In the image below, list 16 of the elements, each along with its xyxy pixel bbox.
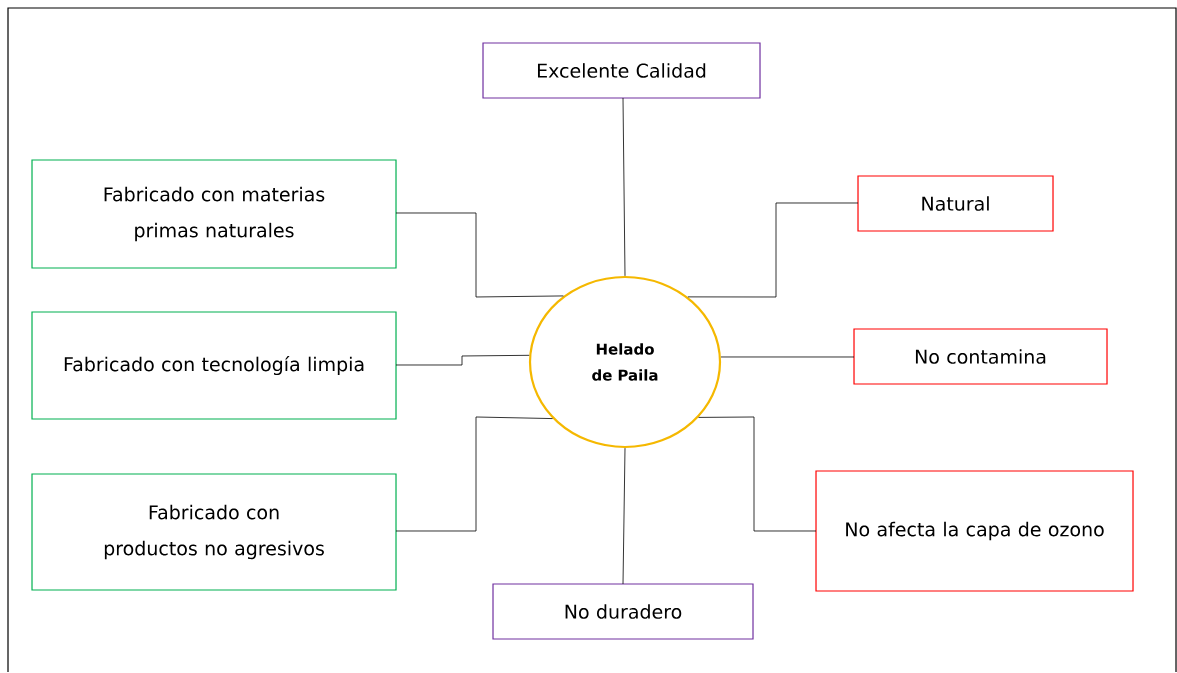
feature-box: Fabricado con productos no agresivos xyxy=(31,473,397,591)
connector-line xyxy=(687,202,859,298)
feature-box: Fabricado con materias primas naturales xyxy=(31,159,397,269)
connector-line xyxy=(622,447,626,585)
feature-box: No duradero xyxy=(492,583,754,640)
connector-line xyxy=(395,354,530,366)
connector-line xyxy=(698,416,817,532)
connector-line xyxy=(720,356,855,358)
feature-box: No afecta la capa de ozono xyxy=(815,470,1134,592)
feature-box: Excelente Calidad xyxy=(482,42,761,99)
connector-line xyxy=(395,416,553,532)
feature-box: Natural xyxy=(857,175,1054,232)
feature-box: Fabricado con tecnología limpia xyxy=(31,311,397,420)
connector-line xyxy=(395,212,564,298)
feature-box: No contamina xyxy=(853,328,1108,385)
connector-line xyxy=(622,97,626,277)
